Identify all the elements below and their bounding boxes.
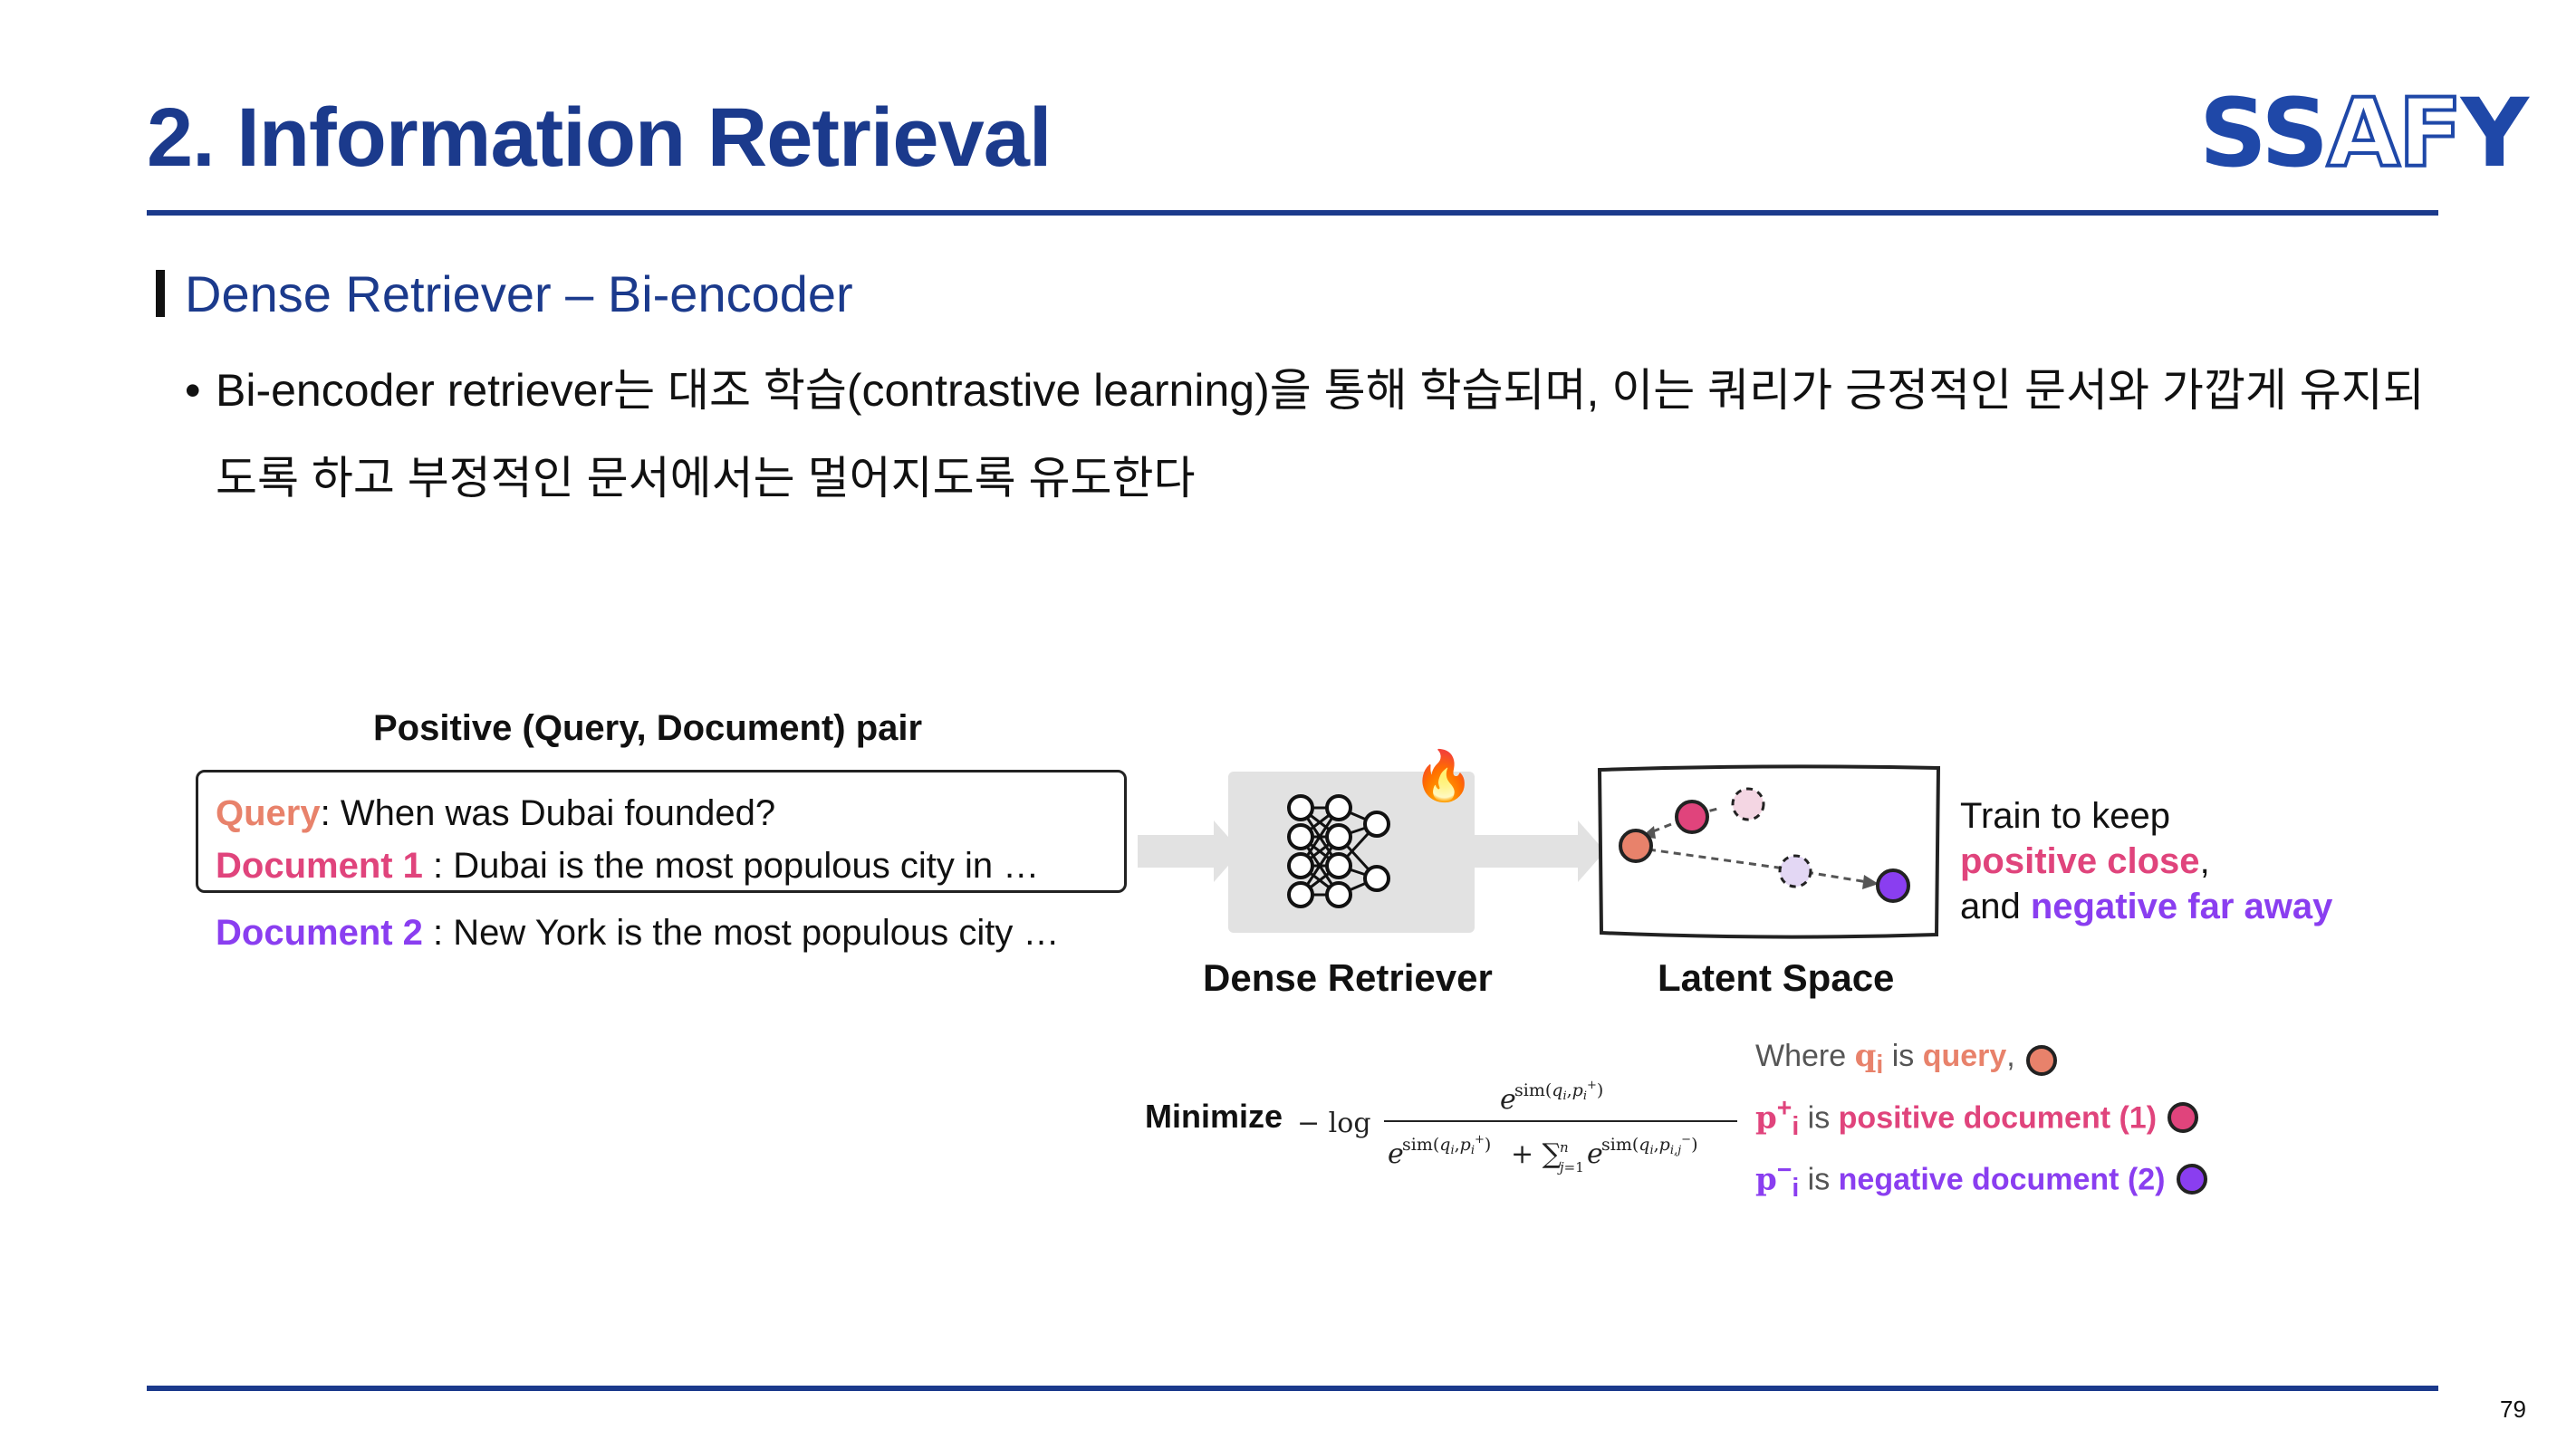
train-and: and <box>1960 887 2031 926</box>
svg-text:e: e <box>1388 1138 1404 1170</box>
pair-title: Positive (Query, Document) pair <box>373 708 923 748</box>
query-line: Query: When was Dubai founded? <box>216 793 775 834</box>
legend-p-minus: − <box>1776 1155 1793 1185</box>
svg-text:sim(qi,pi+): sim(qi,pi+) <box>1402 1133 1491 1157</box>
legend-pneg-symbol: p <box>1755 1161 1777 1198</box>
output-arrow <box>1475 835 1578 868</box>
query-dot-icon <box>1619 829 1653 863</box>
legend-positive-dot-icon <box>2167 1101 2199 1133</box>
logo-part2: AF <box>2325 76 2465 190</box>
train-comma: , <box>2199 841 2210 881</box>
latent-space-drawing <box>1597 764 1941 939</box>
latent-space-box <box>1594 763 1942 940</box>
legend-query-row: Where qi is query, <box>1755 1034 2207 1087</box>
header-divider <box>147 210 2438 216</box>
document2-line: Document 2 : New York is the most populo… <box>216 913 1059 954</box>
ssafy-logo: SSAFY <box>2199 76 2529 190</box>
legend-q-symbol: q <box>1854 1038 1877 1074</box>
legend-positive-doc: positive document (1) <box>1838 1100 2158 1136</box>
slide-title: 2. Information Retrieval <box>147 91 1052 184</box>
negative-dot-icon <box>1876 868 1910 903</box>
svg-text:n: n <box>1560 1139 1569 1156</box>
train-line1: Train to keep <box>1960 796 2170 836</box>
svg-text:− log: − log <box>1297 1108 1371 1139</box>
document2-text: : New York is the most populous city … <box>422 913 1060 953</box>
legend: Where qi is query, p+i is positive docum… <box>1755 1034 2207 1210</box>
document1-text: : Dubai is the most populous city in … <box>422 846 1040 886</box>
legend-p-plus: + <box>1776 1093 1793 1123</box>
legend-p-sub: i <box>1792 1111 1800 1141</box>
svg-text:e: e <box>1587 1138 1603 1170</box>
logo-part1: SS <box>2199 78 2329 188</box>
svg-text:e: e <box>1500 1084 1516 1116</box>
svg-text:+ ∑: + ∑ <box>1511 1138 1562 1170</box>
section-heading: Dense Retriever – Bi-encoder <box>185 265 853 322</box>
document1-label: Document 1 <box>216 846 423 886</box>
flame-icon: 🔥 <box>1413 749 1475 803</box>
minimize-label: Minimize <box>1145 1098 1283 1135</box>
legend-where: Where <box>1755 1039 1855 1073</box>
train-line3: and negative far away <box>1960 884 2332 929</box>
positive-dot-icon <box>1675 800 1709 834</box>
train-positive: positive close <box>1960 841 2200 881</box>
legend-query-dot-icon <box>2025 1044 2057 1076</box>
legend-is3: is <box>1799 1162 1839 1197</box>
svg-text:sim(qi,pi+): sim(qi,pi+) <box>1514 1079 1603 1103</box>
bullet-text: Bi-encoder retriever는 대조 학습(contrastive … <box>216 365 2425 504</box>
page-number: 79 <box>2500 1396 2526 1423</box>
legend-is1: is <box>1883 1039 1923 1073</box>
legend-is2: is <box>1799 1100 1839 1136</box>
train-line2: positive close, <box>1960 839 2332 884</box>
train-caption: Train to keep positive close, and negati… <box>1960 793 2332 929</box>
query-label: Query <box>216 793 321 833</box>
legend-p-symbol: p <box>1755 1099 1777 1137</box>
query-text: : When was Dubai founded? <box>320 793 776 833</box>
legend-q-sub: i <box>1876 1050 1884 1080</box>
dense-retriever-label: Dense Retriever <box>1203 956 1493 999</box>
neural-network-icon <box>1287 794 1390 908</box>
bullet-dot: • <box>185 365 201 416</box>
legend-pneg-sub: i <box>1792 1174 1800 1204</box>
contrastive-loss-formula: − log e sim(qi,pi+) e sim(qi,pi+) + ∑ n … <box>1295 1067 1739 1176</box>
latent-space-label: Latent Space <box>1658 956 1895 999</box>
document1-line: Document 1 : Dubai is the most populous … <box>216 846 1039 887</box>
footer-divider <box>147 1386 2438 1391</box>
train-negative: negative far away <box>2030 887 2333 926</box>
input-arrow <box>1138 835 1214 868</box>
svg-text:j=1: j=1 <box>1557 1159 1584 1176</box>
document2-label: Document 2 <box>216 913 423 953</box>
svg-text:sim(qi,pi,j−): sim(qi,pi,j−) <box>1601 1133 1697 1157</box>
legend-negative-row: p−i is negative document (2) <box>1755 1148 2207 1210</box>
legend-positive-row: p+i is positive document (1) <box>1755 1087 2207 1148</box>
legend-comma: , <box>2006 1039 2015 1073</box>
dense-retriever-box <box>1228 772 1475 933</box>
legend-query-word: query <box>1922 1039 2007 1073</box>
legend-negative-doc: negative document (2) <box>1838 1162 2166 1197</box>
legend-negative-dot-icon <box>2176 1163 2207 1195</box>
pair-box <box>196 770 1127 893</box>
section-marker <box>156 270 165 317</box>
logo-part3: Y <box>2460 78 2529 188</box>
